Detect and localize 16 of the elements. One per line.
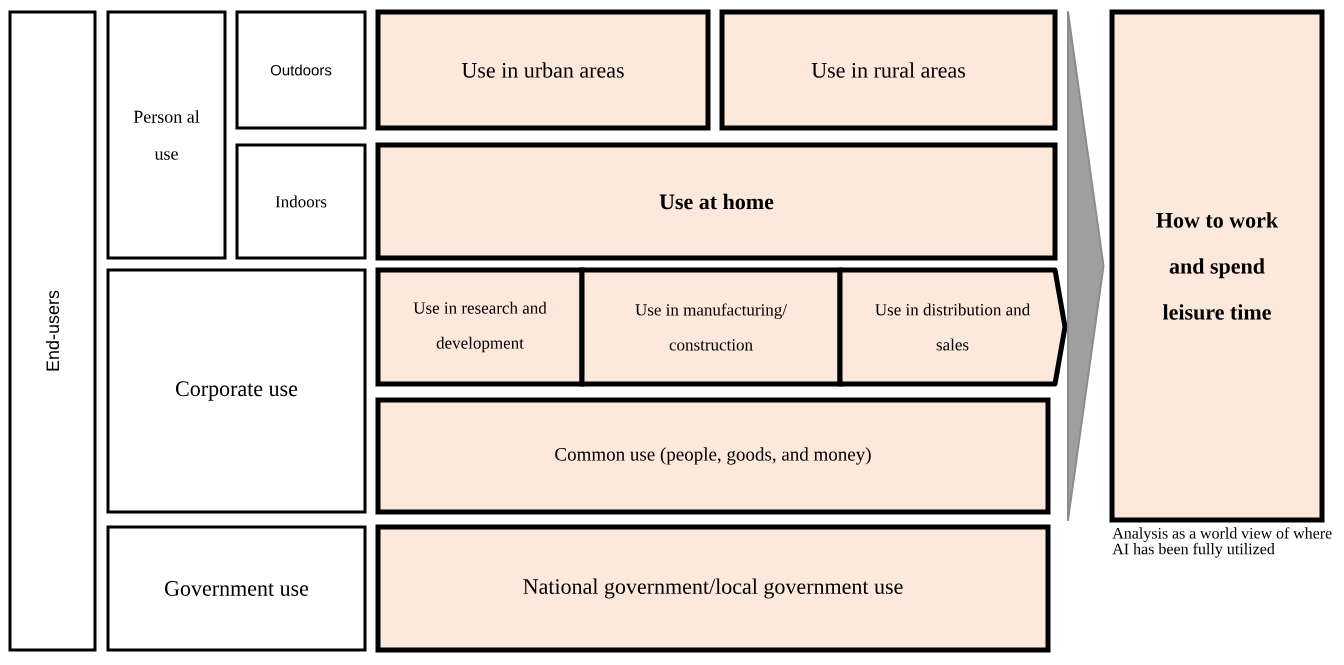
chevron-box: Use in distribution and sales: [837, 267, 1068, 387]
text-box: Outdoors: [235, 10, 367, 130]
wedge-arrow: [1067, 11, 1105, 521]
text-box: Person al use: [106, 10, 227, 260]
category-box: Use in research and development: [375, 267, 585, 387]
category-box: Use in urban areas: [375, 9, 711, 131]
text-box: End-users: [8, 10, 97, 652]
category-box: National government/local government use: [375, 524, 1051, 653]
category-box: Use in manufacturing/ construction: [579, 267, 843, 387]
text-box: Corporate use: [106, 268, 367, 514]
category-box: How to work and spend leisure time: [1109, 9, 1325, 523]
text-box: Indoors: [235, 143, 367, 260]
category-box: Use at home: [375, 142, 1058, 261]
text-box: Government use: [106, 525, 367, 652]
category-box: Use in rural areas: [719, 9, 1058, 131]
category-box: Common use (people, goods, and money): [375, 397, 1051, 515]
